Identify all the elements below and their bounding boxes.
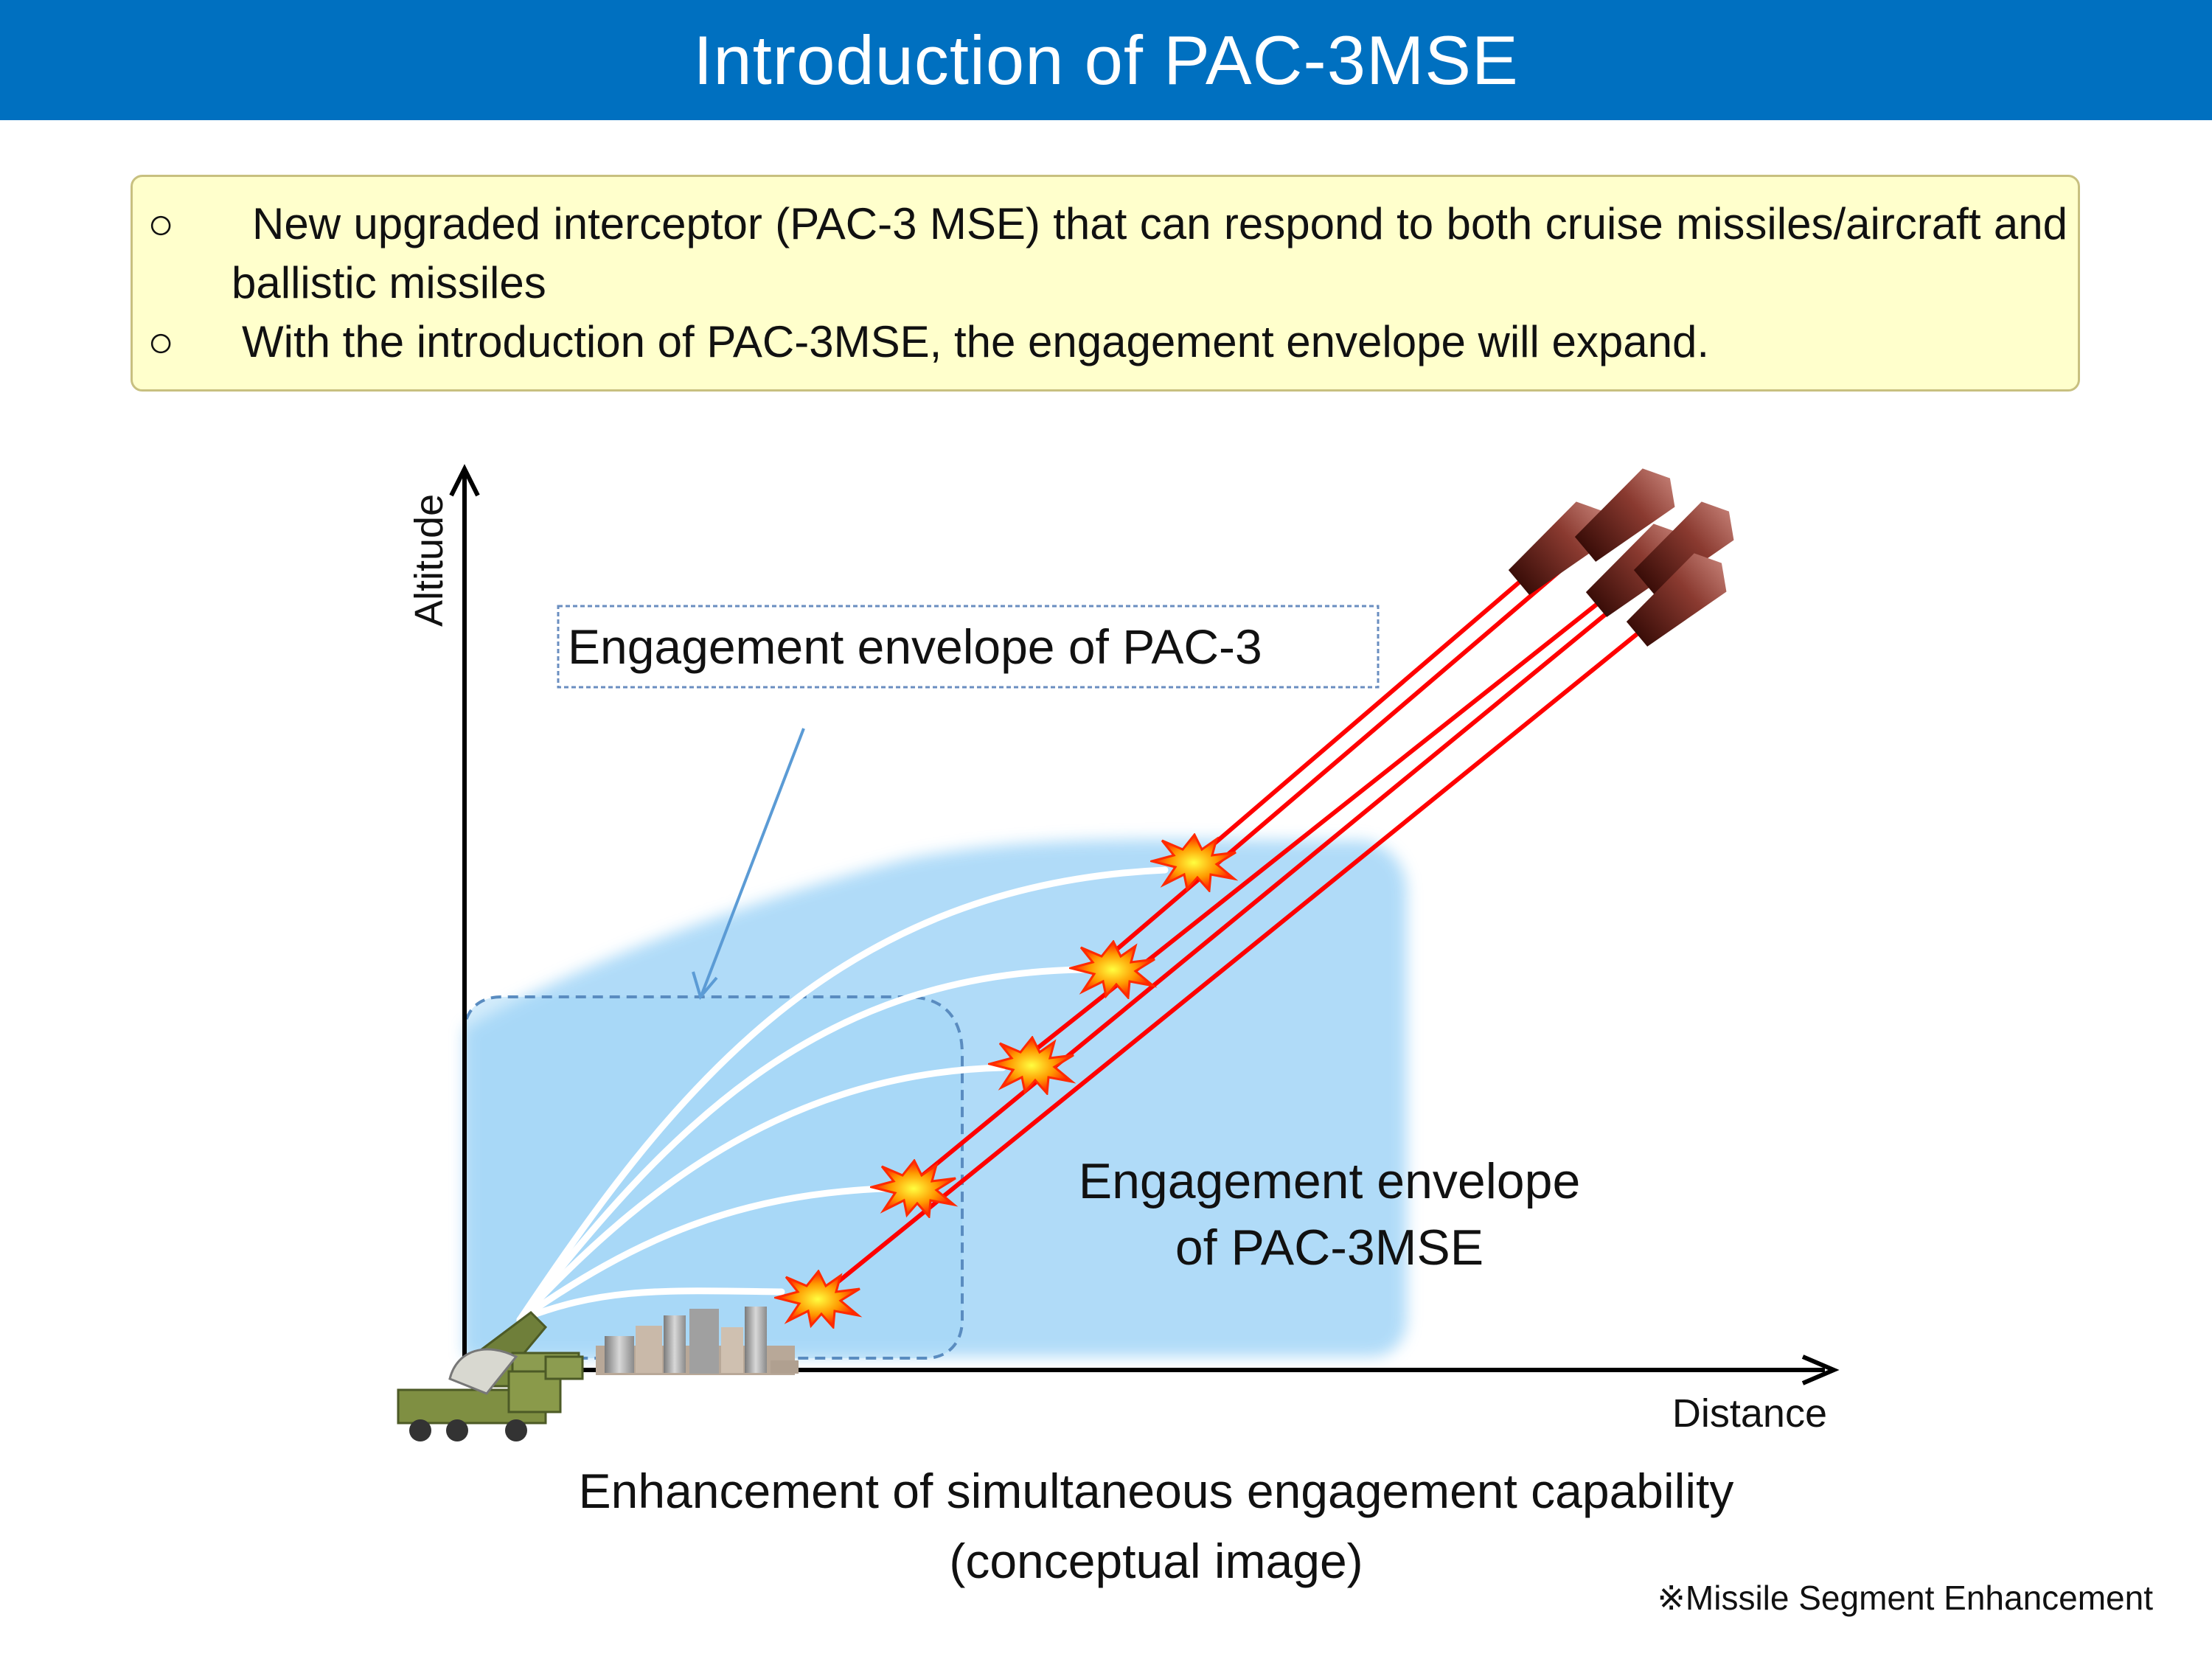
bullet-circle-icon: ○ [147,317,175,366]
diagram-caption-line2: (conceptual image) [949,1534,1363,1588]
pac3-label-box [557,605,1380,689]
radar-icon [448,1348,584,1395]
pac3-envelope-area [463,995,964,1360]
y-axis-label: Altitude [407,494,451,627]
pointer-arrow [692,728,805,1001]
x-axis-label: Distance [1672,1391,1827,1436]
city-icon [596,1307,799,1375]
mse-envelope-label-line2: of PAC-3MSE [1175,1220,1484,1276]
launcher-icon [397,1311,580,1441]
bullet-circle-icon: ○ [147,199,175,248]
missile-icon [1508,501,1609,595]
pac3-envelope-label: Engagement envelope of PAC-3 [568,619,1262,674]
mse-envelope-label-line1: Engagement envelope [1079,1153,1581,1209]
incoming-missiles [1508,468,1734,647]
bullet-text: New upgraded interceptor (PAC-3 MSE) tha… [232,199,2067,307]
interceptor-paths [516,866,1169,1324]
summary-box: ○ New upgraded interceptor (PAC-3 MSE) t… [131,175,2080,392]
page-title: Introduction of PAC-3MSE [693,21,1519,99]
diagram-caption-line1: Enhancement of simultaneous engagement c… [579,1464,1734,1518]
missile-icon [1574,468,1675,562]
header-bar: Introduction of PAC-3MSE [0,0,2212,120]
missile-icon [1626,553,1727,647]
bullet-text: With the introduction of PAC-3MSE, the e… [242,317,1710,366]
missile-icon [1633,501,1734,595]
footnote: ※Missile Segment Enhancement [1657,1579,2153,1617]
